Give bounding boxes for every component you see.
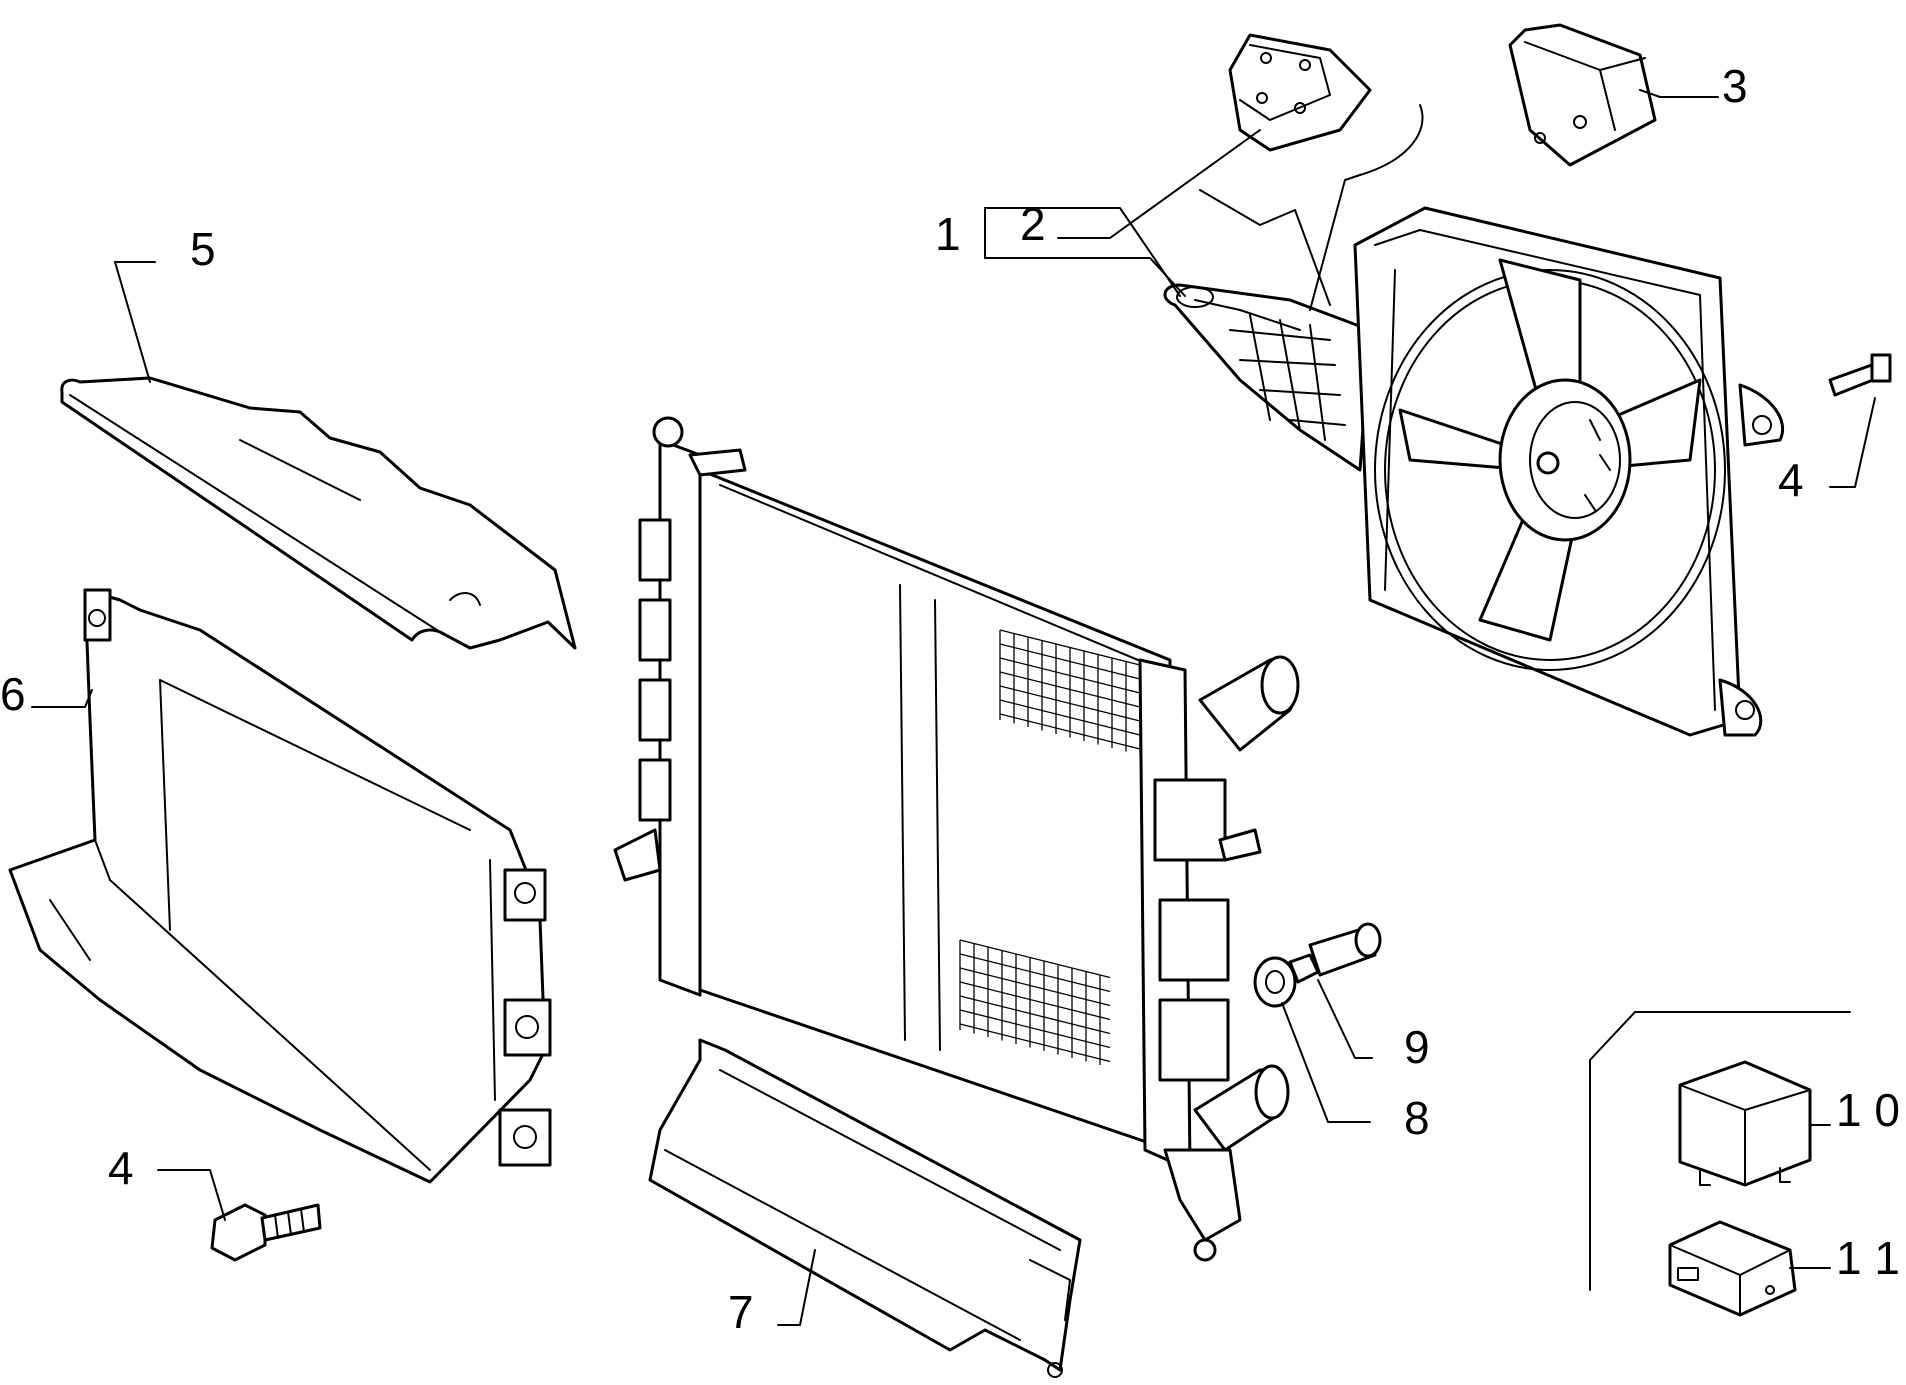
callout-9: 9 xyxy=(1404,1021,1430,1073)
part-4-bolt-right xyxy=(1828,353,1892,397)
radiator-core-mesh-lower xyxy=(959,939,1111,1065)
fan-assembly xyxy=(1163,206,1785,737)
callout-4-right: 4 xyxy=(1778,454,1804,506)
callout-6: 6 xyxy=(0,668,26,720)
callout-labels: 1 2 3 4 4 5 6 7 8 9 1 0 1 1 xyxy=(0,60,1900,1338)
part-11-module xyxy=(1668,1220,1797,1317)
part-7-bottom-deflector xyxy=(648,1038,1082,1378)
callout-3: 3 xyxy=(1722,60,1748,112)
leader-lines xyxy=(31,89,1876,1326)
radiator-core-mesh xyxy=(999,629,1141,755)
radiator xyxy=(613,416,1300,1262)
callout-4-left: 4 xyxy=(108,1142,134,1194)
callout-11: 1 1 xyxy=(1836,1232,1900,1284)
callout-1: 1 xyxy=(935,208,961,260)
part-3-relay-box xyxy=(1508,23,1657,167)
callout-10: 1 0 xyxy=(1836,1084,1900,1136)
part-5-upper-deflector xyxy=(60,376,577,650)
part-8-washer xyxy=(1253,956,1297,1008)
part-10-relay xyxy=(1678,1060,1812,1187)
callout-2: 2 xyxy=(1020,198,1046,250)
callout-5: 5 xyxy=(190,223,216,275)
part-9-thermal-switch xyxy=(1288,922,1382,984)
part-6-lower-duct xyxy=(8,588,552,1184)
callout-8: 8 xyxy=(1404,1092,1430,1144)
part-4-bolt-left xyxy=(210,1203,322,1262)
part-2-resistor xyxy=(1228,33,1372,152)
callout-7: 7 xyxy=(728,1286,754,1338)
